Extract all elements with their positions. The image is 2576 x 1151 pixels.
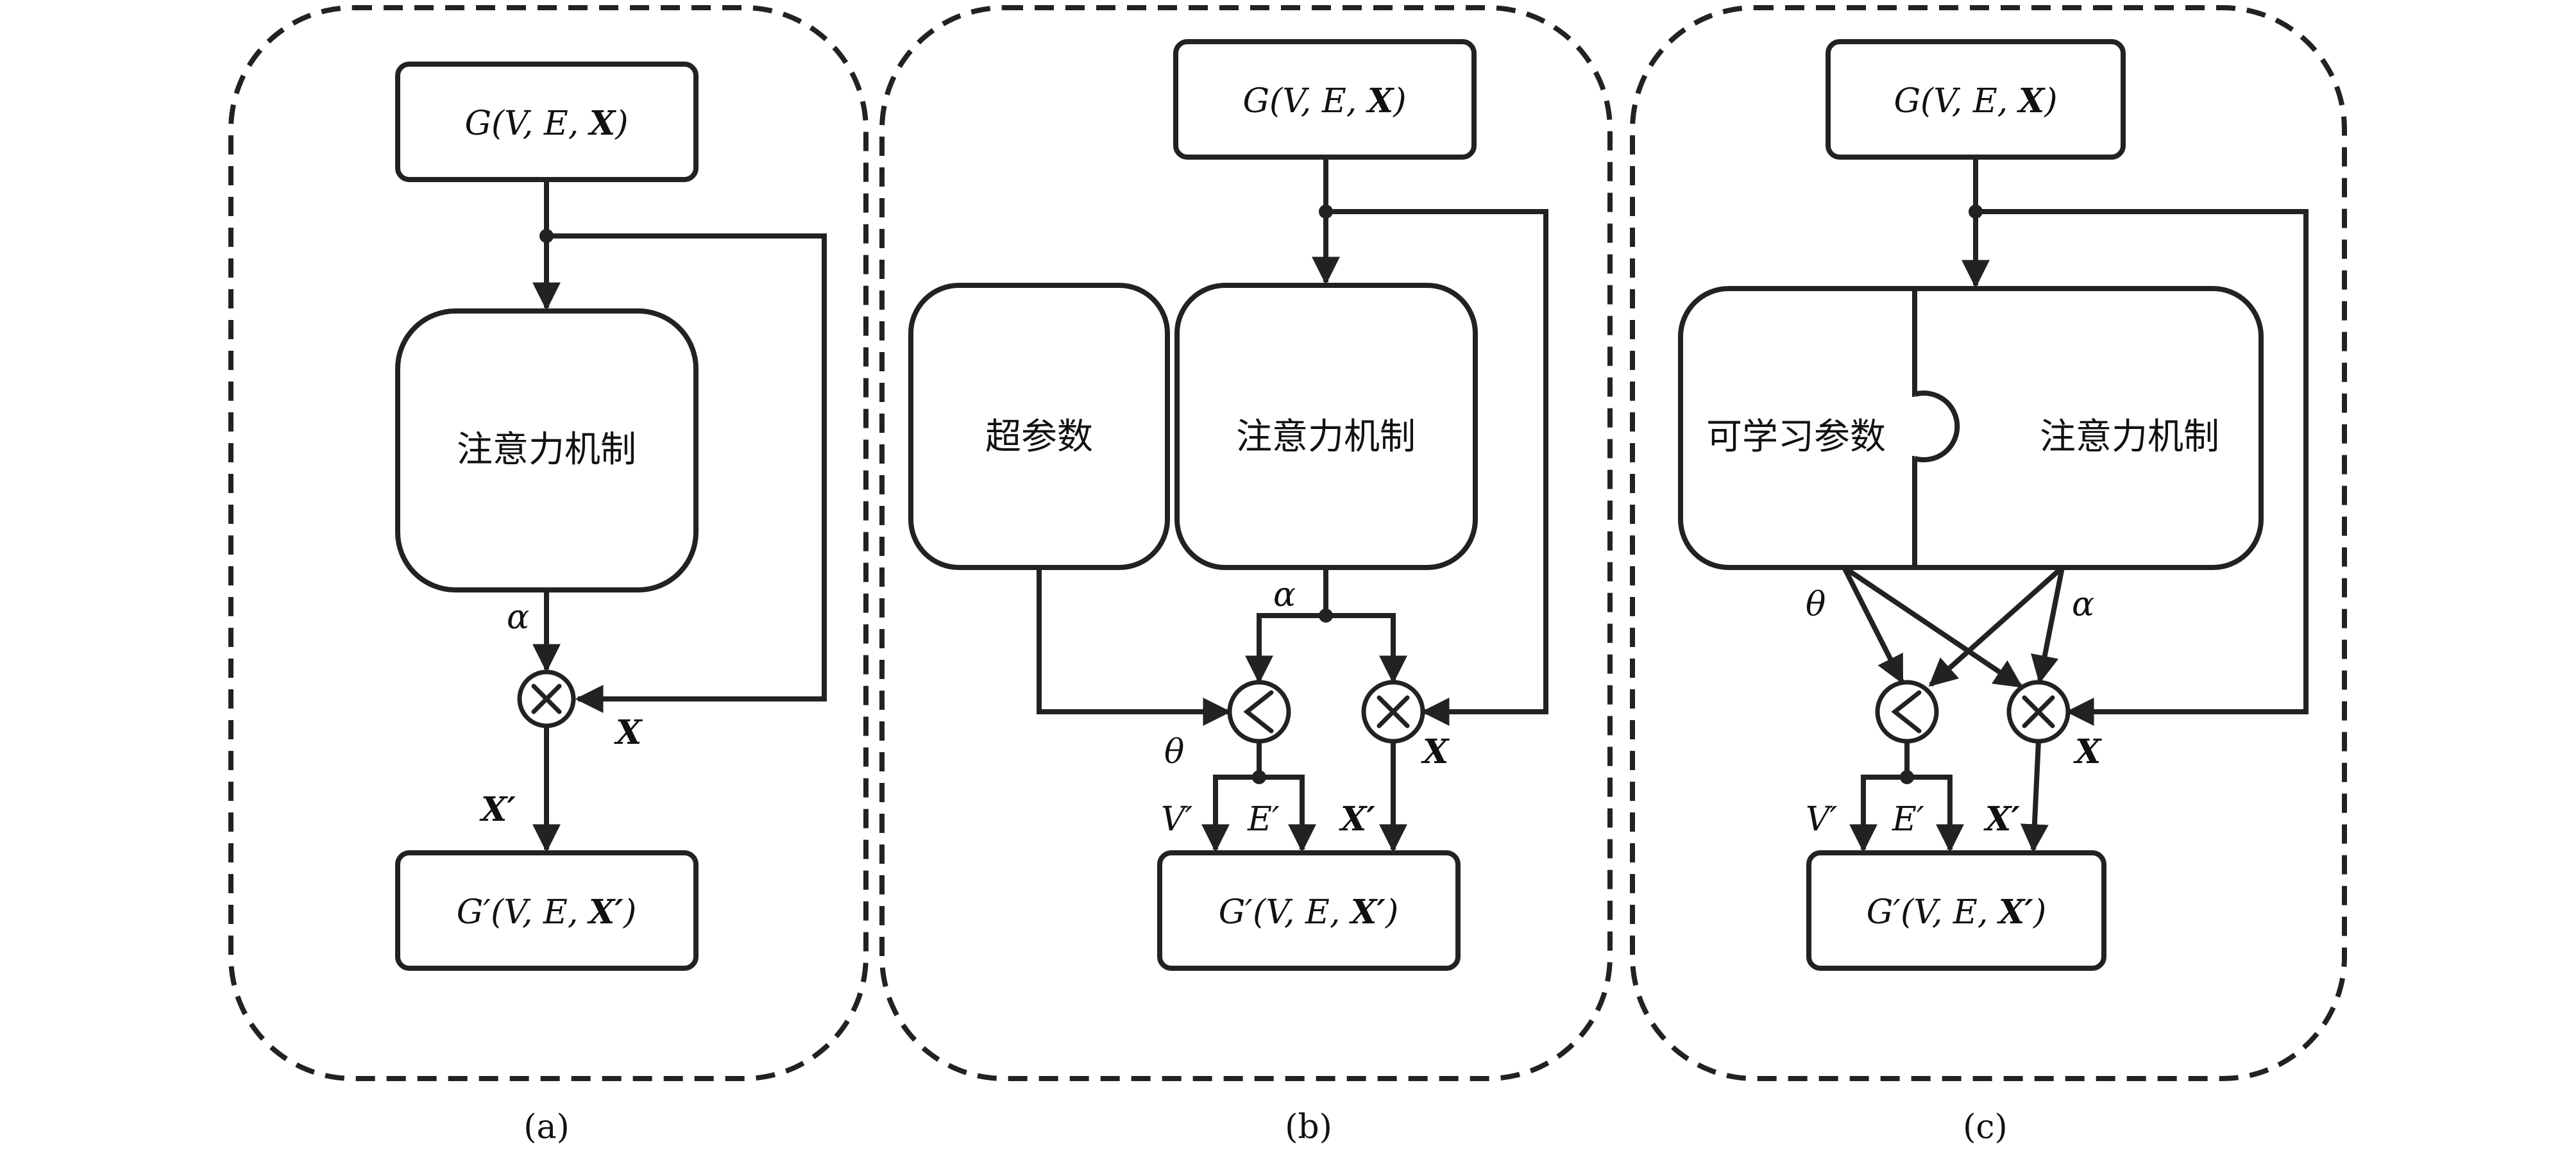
panel-c-attention-label: 注意力机制 xyxy=(2040,416,2219,458)
panel-c-caption: (c) xyxy=(1963,1108,2008,1147)
panel-b-input-graph-label: G(V, E, X) xyxy=(1242,81,1406,121)
panel-c-theta-to-compare-arrow xyxy=(1842,566,1904,684)
panel-b-caption: (b) xyxy=(1285,1108,1332,1147)
panel-b-v-prime-label: V′ xyxy=(1161,800,1193,839)
panel-b-output-graph-label: G′(V, E, X′) xyxy=(1219,893,1399,932)
panel-c-compare-node xyxy=(1875,680,1939,744)
panel-b-x-prime-label: X′ xyxy=(1339,800,1375,839)
panel-b-hyperparameter-label: 超参数 xyxy=(985,416,1093,458)
panel-a-output-graph-label: G′(V, E, X′) xyxy=(457,893,637,932)
panel-a-input-graph-label: G(V, E, X) xyxy=(464,104,628,143)
panel-a-x-prime-label: X′ xyxy=(479,790,516,829)
panel-b-alpha-to-multiply-arrow xyxy=(1326,613,1407,684)
panel-b: G(V, E, X) 超参数 注意力机制 G′(V, E, X′) α θ X … xyxy=(879,5,1613,1147)
panel-c-x-prime-arrow xyxy=(2020,741,2049,853)
panel-b-attention-label: 注意力机制 xyxy=(1236,416,1416,458)
panel-b-less-than-icon xyxy=(1243,690,1274,734)
panel-b-alpha-label: α xyxy=(1273,576,1296,614)
panel-c-x-prime-label: X′ xyxy=(1983,800,2020,839)
panel-b-e-prime-arrow xyxy=(1259,775,1316,853)
panel-c-feature-skip-arrow xyxy=(1976,209,2309,726)
panel-c-input-graph-label: G(V, E, X) xyxy=(1894,81,2057,121)
panel-b-theta-arrow xyxy=(1037,567,1232,726)
panel-a-output-graph-box xyxy=(395,850,699,971)
panel-c-puzzle-joint xyxy=(1913,391,1960,462)
panel-c-theta-to-multiply-arrow xyxy=(1842,565,2023,689)
panel-c: G(V, E, X) 可学习参数 注意力机制 G′(V, E, X′) θ α … xyxy=(1630,5,2347,1147)
panel-b-e-prime-label: E′ xyxy=(1247,800,1280,839)
panel-c-output-graph-box xyxy=(1806,850,2106,971)
panel-b-alpha-to-compare-arrow xyxy=(1245,613,1326,684)
panel-c-v-prime-arrow xyxy=(1849,775,1907,853)
panel-b-v-prime-arrow xyxy=(1201,775,1259,853)
panel-c-v-prime-label: V′ xyxy=(1806,800,1838,839)
panel-c-multiply-icon xyxy=(2022,695,2055,728)
panel-b-output-graph-box xyxy=(1157,850,1461,971)
panel-a-x-label: X xyxy=(614,713,643,752)
panel-c-learnable-params-label: 可学习参数 xyxy=(1706,416,1886,458)
panel-a-feature-skip-arrow xyxy=(547,233,827,713)
panel-a-alpha-label: α xyxy=(507,598,529,637)
panel-c-combined-box xyxy=(1678,286,2264,570)
panel-b-frame xyxy=(879,5,1613,1081)
panel-c-output-graph-label: G′(V, E, X′) xyxy=(1867,893,2047,932)
panel-a-frame xyxy=(228,5,869,1081)
panel-a-caption: (a) xyxy=(523,1108,570,1147)
panel-a-attention-label: 注意力机制 xyxy=(457,429,636,471)
panel-c-frame xyxy=(1630,5,2347,1081)
panel-b-feature-skip-arrow xyxy=(1326,209,1548,726)
panel-b-theta-label: θ xyxy=(1164,733,1184,771)
panel-b-compare-node xyxy=(1227,680,1291,744)
panel-c-theta-label: θ xyxy=(1806,585,1826,624)
panel-c-alpha-label: α xyxy=(2072,585,2094,624)
panel-c-e-prime-arrow xyxy=(1907,775,1964,853)
panel-a: G(V, E, X) 注意力机制 G′(V, E, X′) α X X′ (a) xyxy=(228,5,869,1147)
panel-a-multiply-icon xyxy=(531,684,562,714)
panel-c-e-prime-label: E′ xyxy=(1892,800,1924,839)
panel-b-multiply-icon xyxy=(1377,695,1410,728)
panel-c-alpha-to-multiply-arrow xyxy=(2031,567,2065,684)
panel-c-less-than-icon xyxy=(1891,690,1922,734)
panel-c-alpha-to-compare-arrow xyxy=(1928,566,2064,687)
panel-b-x-label: X xyxy=(1421,732,1450,771)
panel-c-x-label: X xyxy=(2073,732,2103,771)
